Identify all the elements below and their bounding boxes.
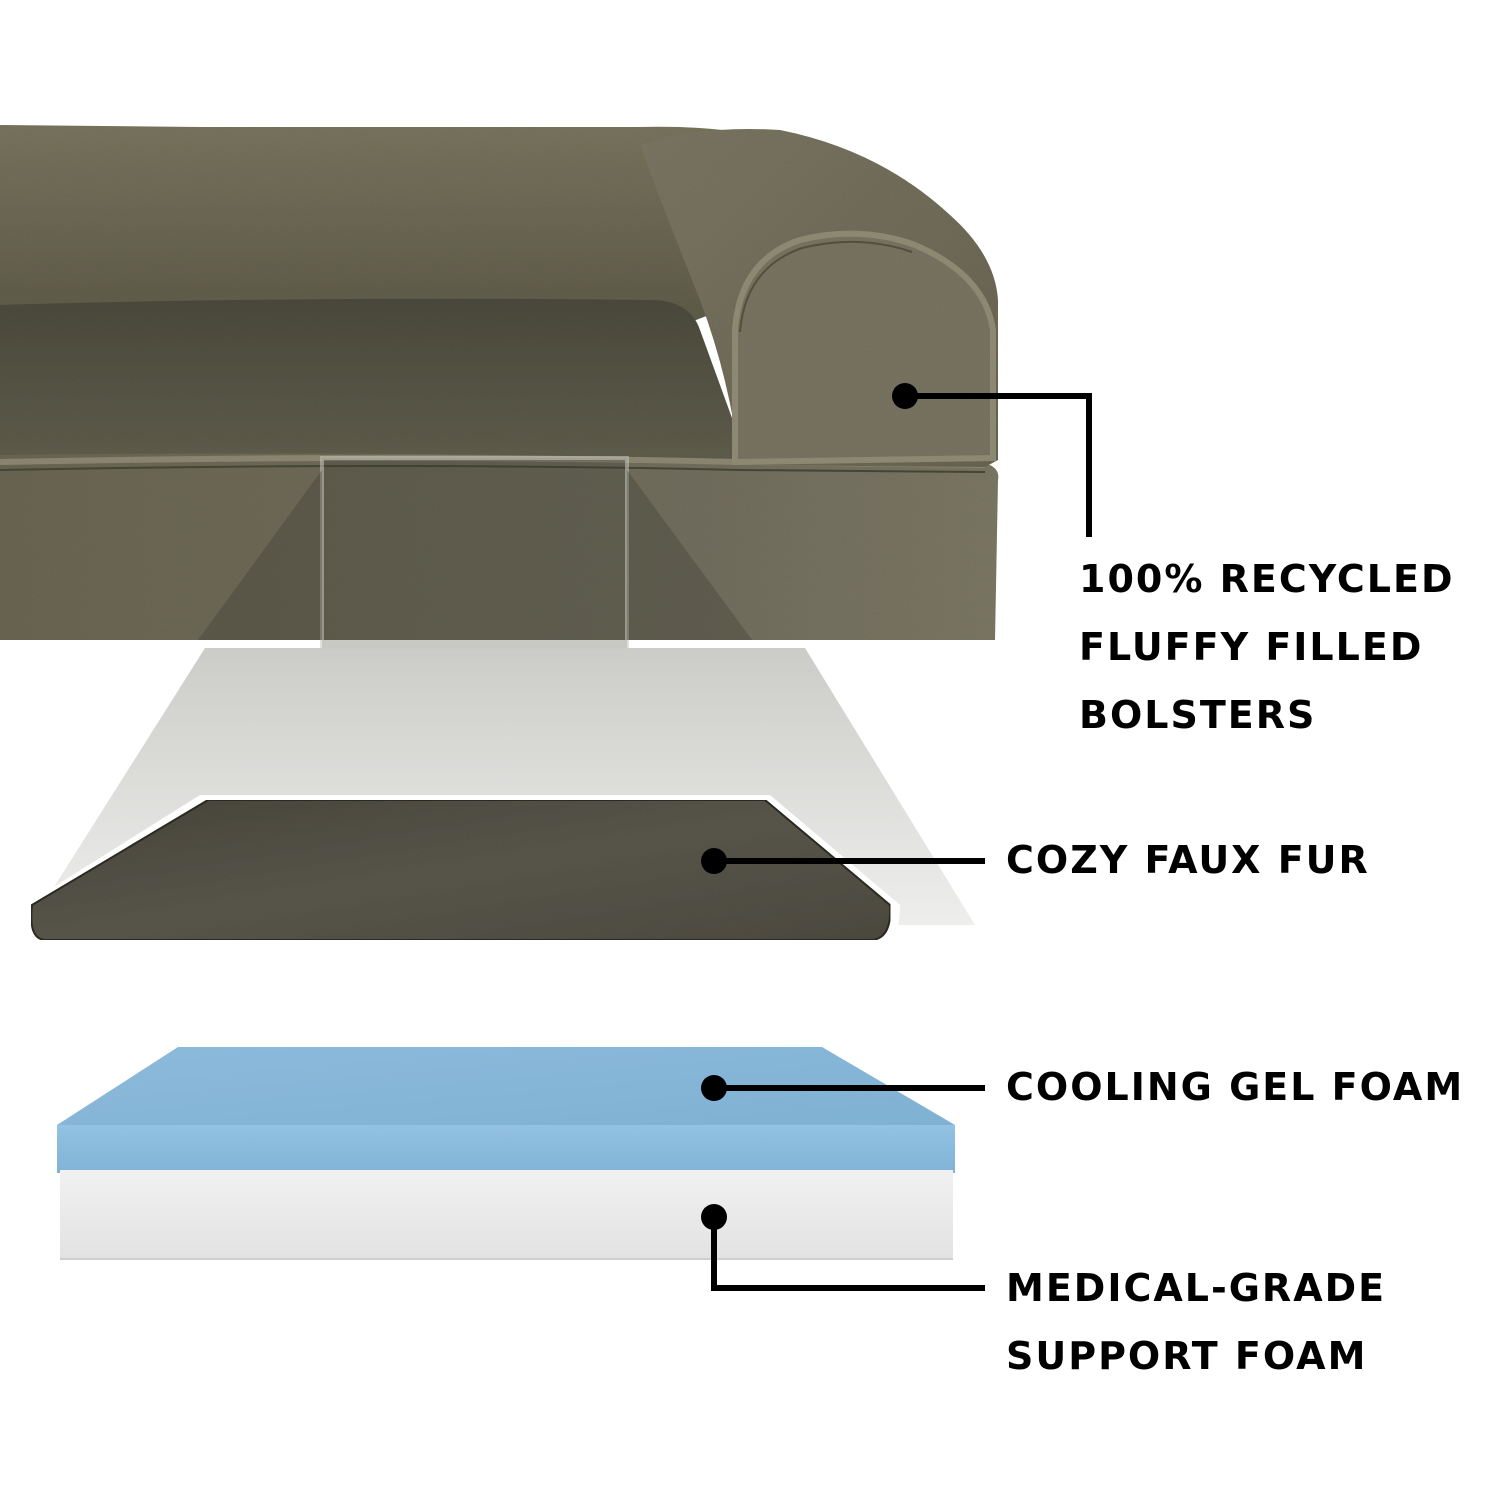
base-piping-shadow	[0, 465, 986, 473]
gel-foam-front	[57, 1125, 955, 1173]
label-line: BOLSTERS	[1079, 693, 1317, 737]
sofa-bed	[0, 125, 999, 640]
label-line: MEDICAL-GRADE	[1006, 1266, 1387, 1310]
callout-dot-bolsters	[892, 383, 918, 409]
callout-label-gel-foam: COOLING GEL FOAM	[1006, 1053, 1464, 1121]
callout-lines	[711, 393, 1092, 1291]
label-line: SUPPORT FOAM	[1006, 1334, 1368, 1378]
label-line: FLUFFY FILLED	[1079, 625, 1424, 669]
bed-base-front	[0, 453, 999, 640]
callout-label-support-foam: MEDICAL-GRADE SUPPORT FOAM	[1006, 1254, 1386, 1390]
callout-line-support-foam	[711, 1217, 985, 1291]
cutaway-window	[320, 456, 629, 650]
callout-line-bolsters	[905, 393, 1092, 537]
beam-shadow-left	[198, 470, 322, 640]
support-foam-front	[60, 1170, 953, 1260]
callout-dot-gel-foam	[701, 1075, 727, 1101]
arm-end-cap	[732, 230, 996, 466]
callout-dot-support-foam	[701, 1204, 727, 1230]
callout-label-faux-fur: COZY FAUX FUR	[1006, 826, 1370, 894]
callout-dot-faux-fur	[701, 848, 727, 874]
foam-stack	[57, 1047, 955, 1260]
beam-shadow-right	[627, 470, 752, 640]
arm-cap-seam	[739, 240, 913, 333]
label-line: COOLING GEL FOAM	[1006, 1065, 1465, 1109]
callout-label-bolsters: 100% RECYCLED FLUFFY FILLED BOLSTERS	[1079, 545, 1455, 749]
label-line: COZY FAUX FUR	[1006, 838, 1370, 882]
callout-dots	[701, 383, 918, 1230]
seat-cushion	[0, 298, 740, 470]
label-line: 100% RECYCLED	[1079, 557, 1455, 601]
faux-fur-cover-layer	[24, 795, 900, 945]
